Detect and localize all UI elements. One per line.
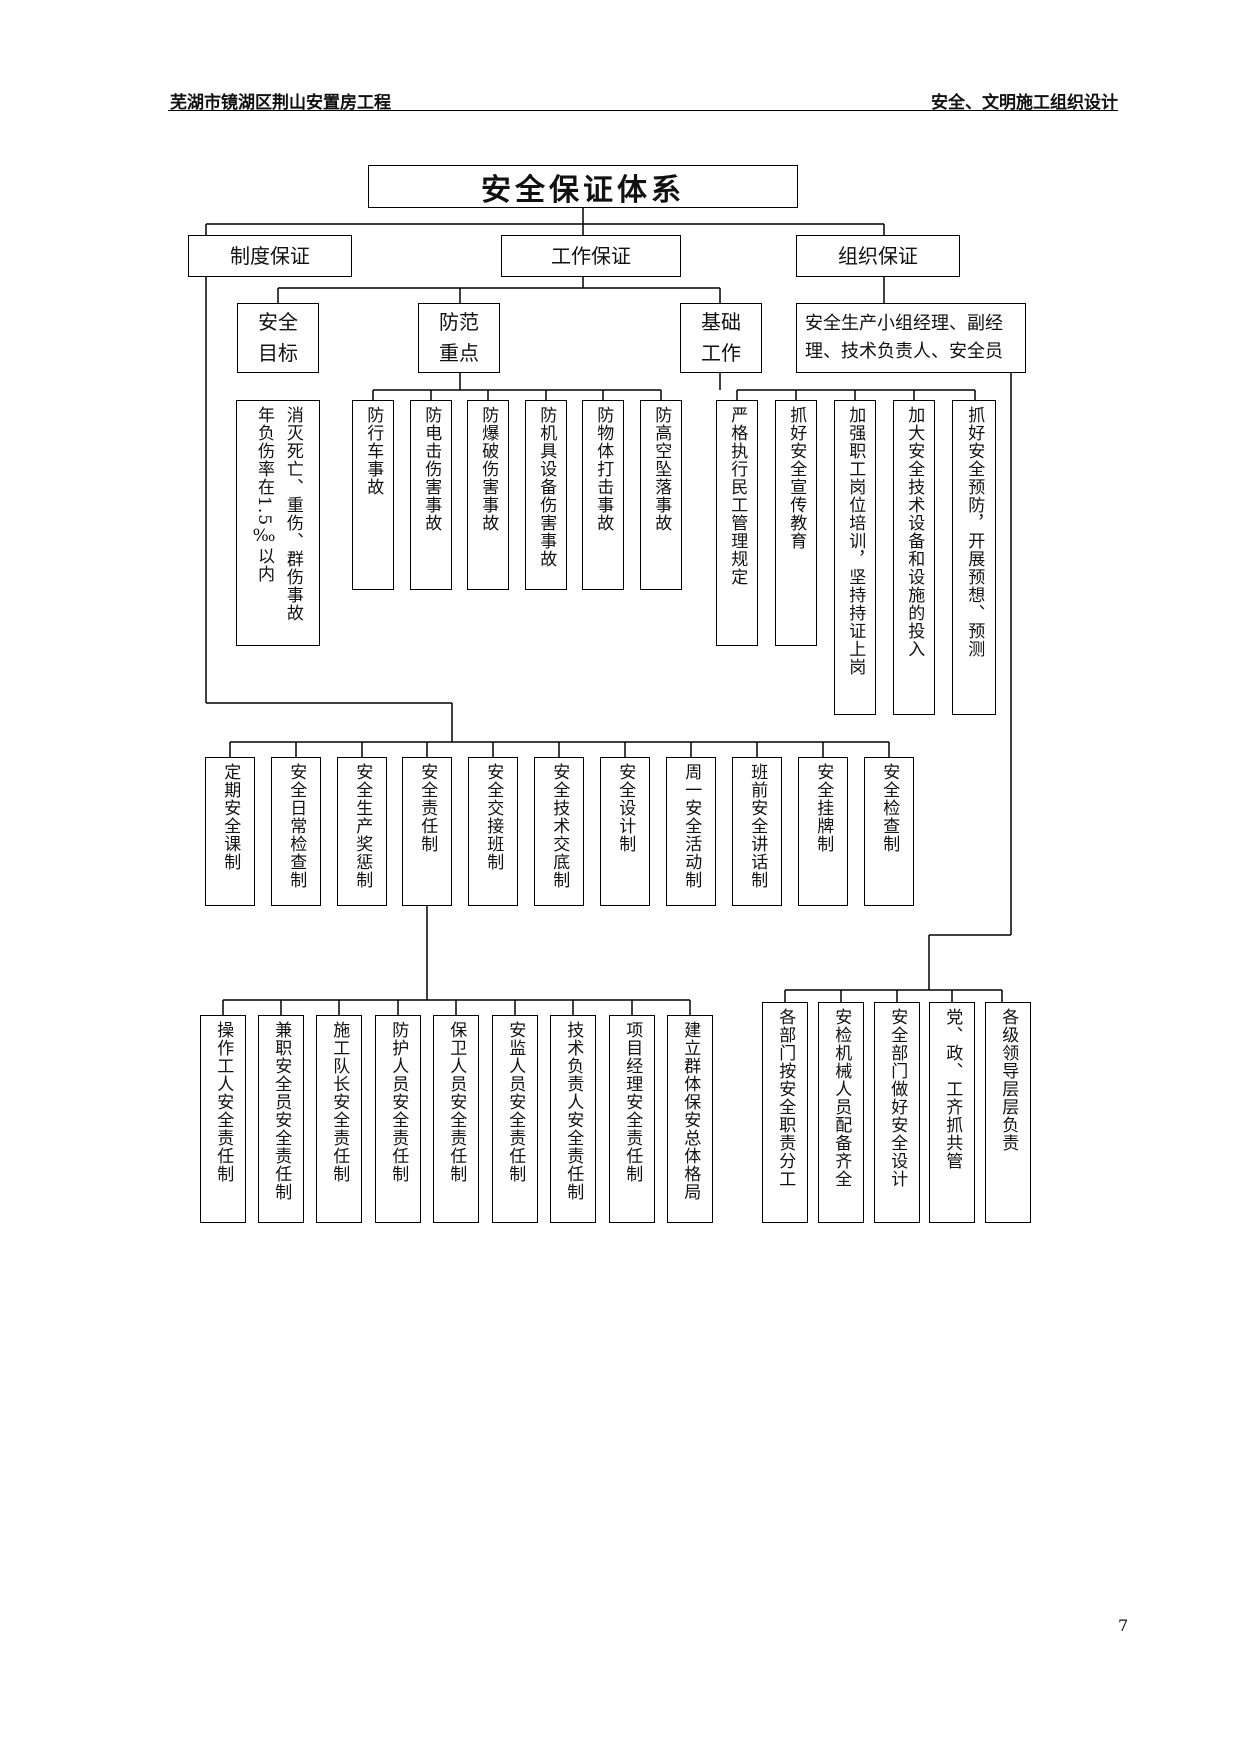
system-item-label: 安全技术交底制: [549, 763, 570, 889]
prevention-item: 防机具设备伤害事故: [525, 400, 567, 590]
system-item: 安全责任制: [402, 757, 452, 906]
target-items-text: 消灭死亡、重伤、群伤事故年负伤率在1.5‰以内: [249, 406, 307, 645]
target-item-2: 年负伤率在1.5‰以内: [254, 406, 274, 584]
foundation-work-box: 基础工作: [680, 303, 762, 373]
responsibility-item: 安监人员安全责任制: [492, 1015, 538, 1223]
responsibility-item-label: 施工队长安全责任制: [329, 1021, 350, 1183]
system-item-label: 安全挂牌制: [813, 763, 834, 853]
safety-target-label: 安全目标: [258, 310, 298, 365]
system-item: 安全生产奖惩制: [337, 757, 387, 906]
org-item: 安检机械人员配备齐全: [818, 1002, 864, 1223]
prevention-item: 防爆破伤害事故: [467, 400, 509, 590]
page-number: 7: [1118, 1616, 1129, 1635]
org-item-label: 安检机械人员配备齐全: [831, 1008, 852, 1188]
org-item-label: 党、政、工齐抓共管: [942, 1008, 963, 1170]
header-rule: [168, 110, 1118, 111]
prevention-item-label: 防高空坠落事故: [651, 406, 672, 532]
system-item-label: 安全交接班制: [483, 763, 504, 871]
foundation-item-label: 抓好安全预防，开展预想、预测: [964, 406, 985, 658]
org-item-label: 各级领导层层负责: [998, 1008, 1019, 1152]
responsibility-item: 兼职安全员安全责任制: [258, 1015, 304, 1223]
system-item-label: 周一安全活动制: [681, 763, 702, 889]
org-item: 安全部门做好安全设计: [874, 1002, 920, 1223]
diagram-title: 安全保证体系: [368, 165, 798, 208]
work-guarantee-label: 工作保证: [551, 243, 631, 268]
prevention-item-label: 防物体打击事故: [593, 406, 614, 532]
prevention-item-label: 防行车事故: [363, 406, 384, 496]
foundation-item: 抓好安全预防，开展预想、预测: [952, 400, 996, 715]
responsibility-item: 防护人员安全责任制: [375, 1015, 421, 1223]
responsibility-item-label: 安监人员安全责任制: [505, 1021, 526, 1183]
foundation-work-label: 基础工作: [701, 310, 741, 365]
responsibility-item: 技术负责人安全责任制: [550, 1015, 596, 1223]
org-item: 党、政、工齐抓共管: [929, 1002, 975, 1223]
foundation-item-label: 严格执行民工管理规定: [727, 406, 748, 586]
responsibility-item-label: 保卫人员安全责任制: [446, 1021, 467, 1183]
org-item-label: 各部门按安全职责分工: [775, 1008, 796, 1188]
work-guarantee-box: 工作保证: [501, 235, 681, 277]
responsibility-item: 保卫人员安全责任制: [433, 1015, 479, 1223]
safety-production-group-box: 安全生产小组经理、副经理、技术负责人、安全员: [796, 303, 1026, 373]
foundation-item: 加大安全技术设备和设施的投入: [893, 400, 935, 715]
prevention-item: 防高空坠落事故: [640, 400, 682, 590]
system-item-label: 安全责任制: [417, 763, 438, 853]
prevention-item: 防行车事故: [352, 400, 394, 590]
responsibility-item-label: 项目经理安全责任制: [622, 1021, 643, 1183]
header-document-title: 安全、文明施工组织设计: [931, 93, 1118, 113]
system-item: 安全设计制: [600, 757, 650, 906]
system-item: 安全技术交底制: [534, 757, 584, 906]
target-item-1: 消灭死亡、重伤、群伤事故: [282, 406, 303, 622]
responsibility-item-label: 建立群体保安总体格局: [680, 1021, 701, 1201]
system-item: 周一安全活动制: [666, 757, 716, 906]
prevention-item-label: 防电击伤害事故: [421, 406, 442, 532]
prevention-item: 防物体打击事故: [582, 400, 624, 590]
prevention-item-label: 防爆破伤害事故: [478, 406, 499, 532]
header-project-name: 芜湖市镜湖区荆山安置房工程: [170, 93, 391, 113]
system-guarantee-box: 制度保证: [188, 235, 352, 277]
prevention-item: 防电击伤害事故: [410, 400, 452, 590]
system-item-label: 安全设计制: [615, 763, 636, 853]
foundation-item: 加强职工岗位培训，坚持持证上岗: [834, 400, 876, 715]
foundation-item-label: 抓好安全宣传教育: [786, 406, 807, 550]
target-items-box: 消灭死亡、重伤、群伤事故年负伤率在1.5‰以内: [236, 400, 320, 646]
foundation-item-label: 加强职工岗位培训，坚持持证上岗: [845, 406, 866, 676]
responsibility-item-label: 兼职安全员安全责任制: [271, 1021, 292, 1201]
responsibility-item: 施工队长安全责任制: [316, 1015, 362, 1223]
safety-production-group-label: 安全生产小组经理、副经理、技术负责人、安全员: [805, 313, 1003, 362]
system-item: 定期安全课制: [205, 757, 255, 906]
responsibility-item: 项目经理安全责任制: [609, 1015, 655, 1223]
prevention-focus-label: 防范重点: [439, 310, 479, 365]
system-item: 安全挂牌制: [798, 757, 848, 906]
system-item-label: 安全检查制: [879, 763, 900, 853]
foundation-item-label: 加大安全技术设备和设施的投入: [904, 406, 925, 658]
system-item-label: 定期安全课制: [220, 763, 241, 871]
org-item: 各部门按安全职责分工: [762, 1002, 808, 1223]
system-item: 安全交接班制: [468, 757, 518, 906]
responsibility-item-label: 防护人员安全责任制: [388, 1021, 409, 1183]
system-item: 班前安全讲话制: [732, 757, 782, 906]
system-item-label: 安全生产奖惩制: [352, 763, 373, 889]
organization-guarantee-box: 组织保证: [796, 235, 960, 277]
responsibility-item-label: 技术负责人安全责任制: [563, 1021, 584, 1201]
organization-guarantee-label: 组织保证: [838, 243, 918, 268]
foundation-item: 抓好安全宣传教育: [775, 400, 817, 646]
org-item-label: 安全部门做好安全设计: [887, 1008, 908, 1188]
safety-target-box: 安全目标: [237, 303, 319, 373]
responsibility-item: 操作工人安全责任制: [200, 1015, 246, 1223]
foundation-item: 严格执行民工管理规定: [716, 400, 758, 646]
responsibility-item-label: 操作工人安全责任制: [213, 1021, 234, 1183]
system-item: 安全日常检查制: [271, 757, 321, 906]
responsibility-item: 建立群体保安总体格局: [667, 1015, 713, 1223]
system-item-label: 安全日常检查制: [286, 763, 307, 889]
org-item: 各级领导层层负责: [985, 1002, 1031, 1223]
system-item-label: 班前安全讲话制: [747, 763, 768, 889]
prevention-focus-box: 防范重点: [418, 303, 500, 373]
system-item: 安全检查制: [864, 757, 914, 906]
system-guarantee-label: 制度保证: [230, 243, 310, 268]
prevention-item-label: 防机具设备伤害事故: [536, 406, 557, 568]
